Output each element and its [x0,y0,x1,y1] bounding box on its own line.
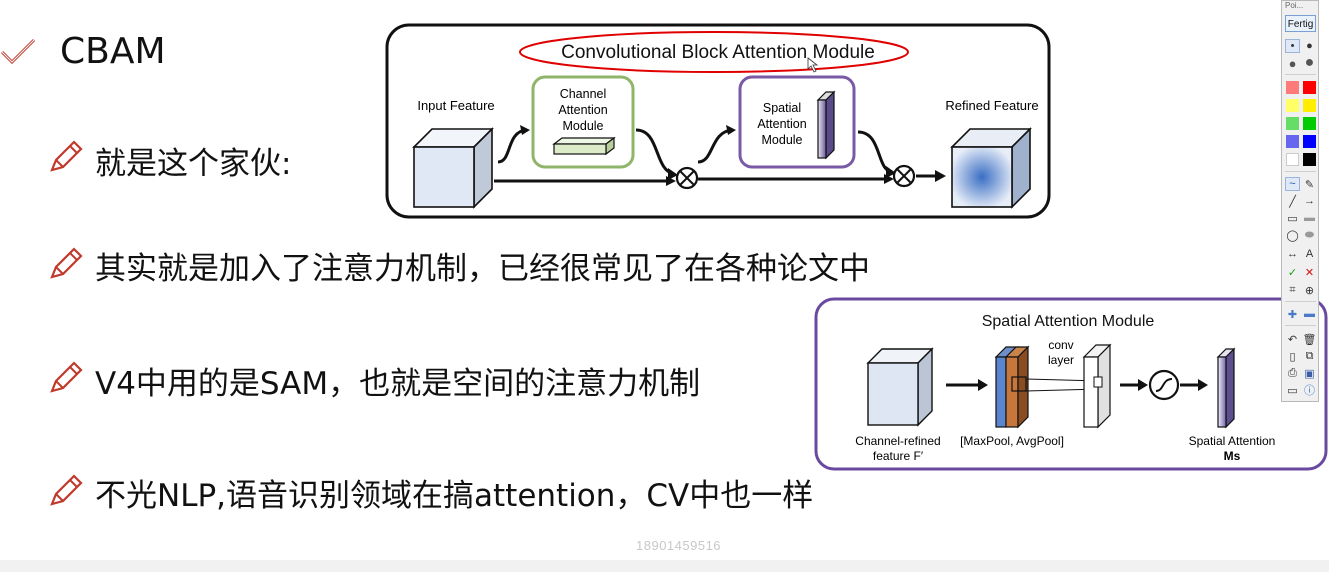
bullet-text-3: V4中用的是SAM，也就是空间的注意力机制 [95,366,701,402]
pencil-icon [50,474,83,506]
eraser-icon[interactable]: ✎ [1304,178,1315,191]
color-yellow-button[interactable] [1302,98,1317,112]
spatial-label-2: Attention [757,117,806,131]
arrow-icon[interactable]: → [1304,195,1315,207]
sam-input-cube [867,362,919,426]
medium-dot-button[interactable]: ● [1306,40,1313,52]
small-dot-button[interactable]: • [1285,39,1300,53]
checkmark-icon[interactable]: ✓ [1287,266,1298,279]
double-arrow-icon[interactable]: ↔ [1287,248,1298,260]
footer-strip [0,560,1329,572]
sam-input-label-1: Channel-refined [855,434,940,448]
filled-ellipse-icon[interactable]: ⬬ [1304,228,1315,241]
text-tool-icon[interactable]: A [1305,248,1314,260]
conv-label-2: layer [1048,353,1074,367]
undo-icon[interactable]: ↶ [1287,333,1298,346]
trash-icon[interactable]: 🗑 [1302,333,1317,346]
color-black-button[interactable] [1302,152,1317,166]
sam-output-label-2: Ms [1224,449,1241,463]
channel-label-3: Module [563,119,604,133]
color-light-blue-button[interactable] [1285,134,1300,148]
cbam-title: Convolutional Block Attention Module [561,42,875,63]
minus-icon[interactable]: ▬ [1304,308,1315,320]
input-feature-label: Input Feature [417,98,494,113]
sam-title: Spatial Attention Module [982,313,1155,330]
refined-feature-cube [951,146,1013,208]
color-green-button[interactable] [1302,116,1317,130]
new-page-icon[interactable]: ▯ [1289,350,1296,363]
color-red-button[interactable] [1302,80,1317,94]
bullet-text-2: 其实就是加入了注意力机制，已经很常见了在各种论文中 [95,251,870,287]
pencil-icon [50,140,83,172]
conv-output-map [1083,356,1099,428]
check-icon [0,38,36,65]
bullet-text-4: 不光NLP,语音识别领域在搞attention，CV中也一样 [95,478,814,514]
sam-input-label-2: feature F′ [873,449,924,463]
conv-label-1: conv [1048,338,1073,352]
large-dot-button[interactable]: ● [1288,55,1297,71]
line-icon[interactable]: ╱ [1289,195,1296,208]
annotation-toolbar: Poi... Fertig • ● ● ● ~ ✎ ╱ → ▭ ▬ [1281,0,1319,402]
red-annotation-ellipse [519,31,909,73]
channel-label-1: Channel [560,87,607,101]
save-icon[interactable]: ▣ [1304,367,1315,380]
freehand-icon[interactable]: ~ [1285,177,1300,191]
color-white-button[interactable] [1285,152,1300,166]
screen-icon[interactable]: ▭ [1287,384,1298,397]
cursor-icon [807,57,819,73]
channel-label-2: Attention [558,103,607,117]
slide-title: CBAM [60,31,166,72]
maxpool-map [995,356,1007,428]
print-icon[interactable]: ⎙ [1288,366,1297,379]
xlarge-dot-button[interactable]: ● [1304,54,1315,71]
color-blue-button[interactable] [1302,134,1317,148]
sam-output-label-1: Spatial Attention [1189,434,1276,448]
avgpool-map [1005,356,1019,428]
info-icon[interactable]: ⓘ [1304,385,1315,397]
filled-rectangle-icon[interactable]: ▬ [1304,212,1315,224]
cross-icon[interactable]: ✕ [1304,266,1315,279]
copy-icon[interactable]: ⧉ [1305,349,1314,362]
zoom-icon[interactable]: ⊕ [1304,284,1315,297]
cbam-frame [385,23,1051,219]
rectangle-icon[interactable]: ▭ [1287,212,1298,225]
watermark-text: 18901459516 [636,538,722,553]
color-light-yellow-button[interactable] [1285,98,1300,112]
ellipse-icon[interactable]: ◯ [1286,229,1299,242]
bullet-text-1: 就是这个家伙: [95,146,292,182]
sam-frame [814,297,1328,471]
color-light-green-button[interactable] [1285,116,1300,130]
sam-diagram: Spatial Attention Module Channel-refined… [814,297,1328,471]
input-feature-cube [413,146,475,208]
done-button[interactable]: Fertig [1285,15,1316,32]
spatial-label-1: Spatial [763,101,801,115]
plus-icon[interactable]: ✚ [1287,308,1298,321]
pencil-icon [50,361,83,393]
pencil-icon [50,247,83,279]
spatial-attention-map [1217,356,1227,428]
spatial-label-3: Module [762,133,803,147]
crop-icon[interactable]: ⌗ [1289,283,1296,296]
color-light-red-button[interactable] [1285,80,1300,94]
refined-feature-label: Refined Feature [945,98,1038,113]
cbam-diagram: Convolutional Block Attention Module Inp… [385,23,1051,219]
pool-label: [MaxPool, AvgPool] [960,434,1064,448]
pointer-label: Poi... [1285,1,1304,10]
